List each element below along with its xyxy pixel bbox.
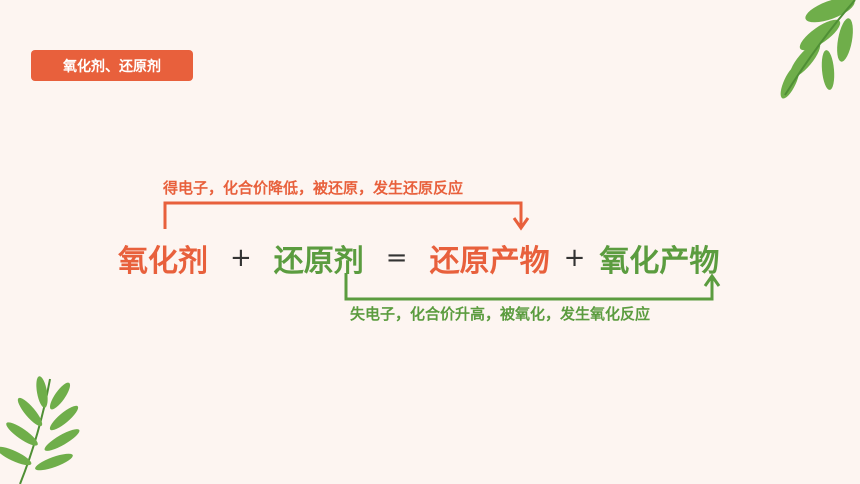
reduction-arrow bbox=[163, 201, 523, 229]
bottom-note-oxidation: 失电子，化合价升高，被氧化，发生氧化反应 bbox=[350, 305, 651, 323]
plus-sign-1: + bbox=[230, 243, 252, 273]
oxidation-product-term: 氧化产物 bbox=[599, 244, 720, 279]
plus-sign-2: + bbox=[563, 243, 586, 273]
top-note-reduction: 得电子，化合价降低，被还原，发生还原反应 bbox=[163, 179, 464, 197]
reduction-product-term: 还原产物 bbox=[429, 244, 550, 279]
reductant-term: 还原剂 bbox=[273, 244, 364, 279]
equals-sign: = bbox=[385, 243, 408, 273]
oxidant-term: 氧化剂 bbox=[118, 244, 208, 279]
reduction-arrowhead bbox=[512, 217, 530, 231]
oxidation-arrowhead bbox=[703, 273, 721, 287]
leaf-decoration-bottom-left bbox=[0, 376, 80, 484]
leaf-decoration-top-right bbox=[780, 0, 856, 99]
section-title-tag: 氧化剂、还原剂 bbox=[31, 50, 193, 81]
oxidation-arrow bbox=[344, 273, 714, 301]
redox-equation: 氧化剂 + 还原剂 = 还原产物 + 氧化产物 bbox=[118, 236, 719, 280]
